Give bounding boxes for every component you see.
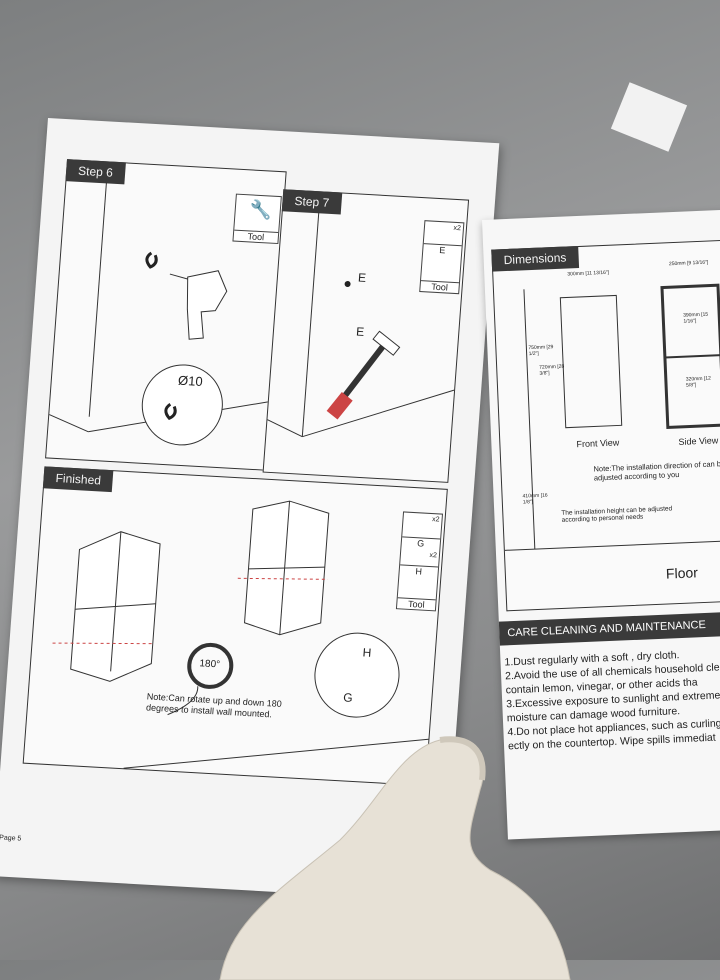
finished-qty1: x2 [431, 516, 440, 524]
step6-panel: Step 6 🔧 Tool Ø10 [45, 159, 287, 471]
dim-side-lower: 320mm [12 5/8"] [685, 375, 711, 389]
detail-magnifier [141, 364, 223, 446]
step7-box-e: E [422, 243, 462, 257]
hammer-icon [326, 330, 401, 420]
step7-toolbox: x2 E Tool [419, 220, 465, 295]
manual-left-page: Step 6 🔧 Tool Ø10 Step 7 [0, 118, 500, 902]
step7-tool-label: Tool [420, 280, 460, 294]
cabinet-left [70, 531, 161, 682]
dim-floor: 410mm [16 1/8"] [522, 492, 548, 506]
step6-callout: Ø10 [177, 372, 204, 390]
dimensions-drawing [504, 283, 720, 551]
rotate-label: 180° [199, 658, 221, 671]
care-title: CARE CLEANING AND MAINTENANCE [498, 611, 720, 646]
drill-icon [169, 270, 228, 340]
screw-icon [145, 251, 158, 269]
front-view-label: Front View [576, 437, 620, 450]
drill-tool-icon: 🔧 [249, 199, 273, 221]
step7-drawing [267, 212, 455, 438]
gloved-hand [219, 736, 571, 980]
dim-mid: 720mm [28 3/8"] [539, 363, 565, 377]
dim-left: 750mm [29 1/2"] [528, 344, 554, 358]
finished-toolbox: x2 G x2 H Tool [395, 511, 444, 612]
paper-scrap [610, 82, 688, 152]
cabinet-right [243, 500, 330, 636]
step6-tool-label: Tool [233, 229, 279, 244]
step6-drawing [49, 182, 269, 446]
finished-qty2: x2 [429, 551, 438, 560]
step7-screw-label: E [357, 270, 367, 285]
page-number: Page 5 [0, 834, 22, 843]
side-view-shape [660, 283, 720, 429]
dim-side-upper: 390mm [15 1/16"] [683, 311, 709, 325]
step7-panel: Step 7 E E x2 E Tool [262, 189, 470, 483]
finished-drawing [52, 500, 429, 769]
label-h: H [362, 645, 372, 660]
finished-tool-label: Tool [396, 597, 436, 611]
floor-label: Floor [665, 564, 699, 582]
step7-qty: x2 [453, 224, 462, 233]
finished-panel: Finished 180° Note:Can rotate up and dow… [22, 466, 448, 787]
manual-right-page: Dimensions 300mm [11 13/16"] 250mm [9 13… [482, 209, 720, 840]
front-view-shape [559, 294, 623, 429]
detail-magnifier-2 [314, 632, 400, 718]
finished-box-g: G [401, 536, 441, 550]
label-g: G [342, 690, 354, 705]
side-view-label: Side View [678, 435, 719, 447]
screw-e-icon [344, 280, 351, 287]
finished-box-h: H [399, 564, 439, 578]
dimensions-panel: Dimensions 300mm [11 13/16"] 250mm [9 13… [491, 239, 720, 612]
step6-toolbox: 🔧 Tool [232, 193, 282, 245]
step7-hammer-label: E [355, 324, 365, 339]
